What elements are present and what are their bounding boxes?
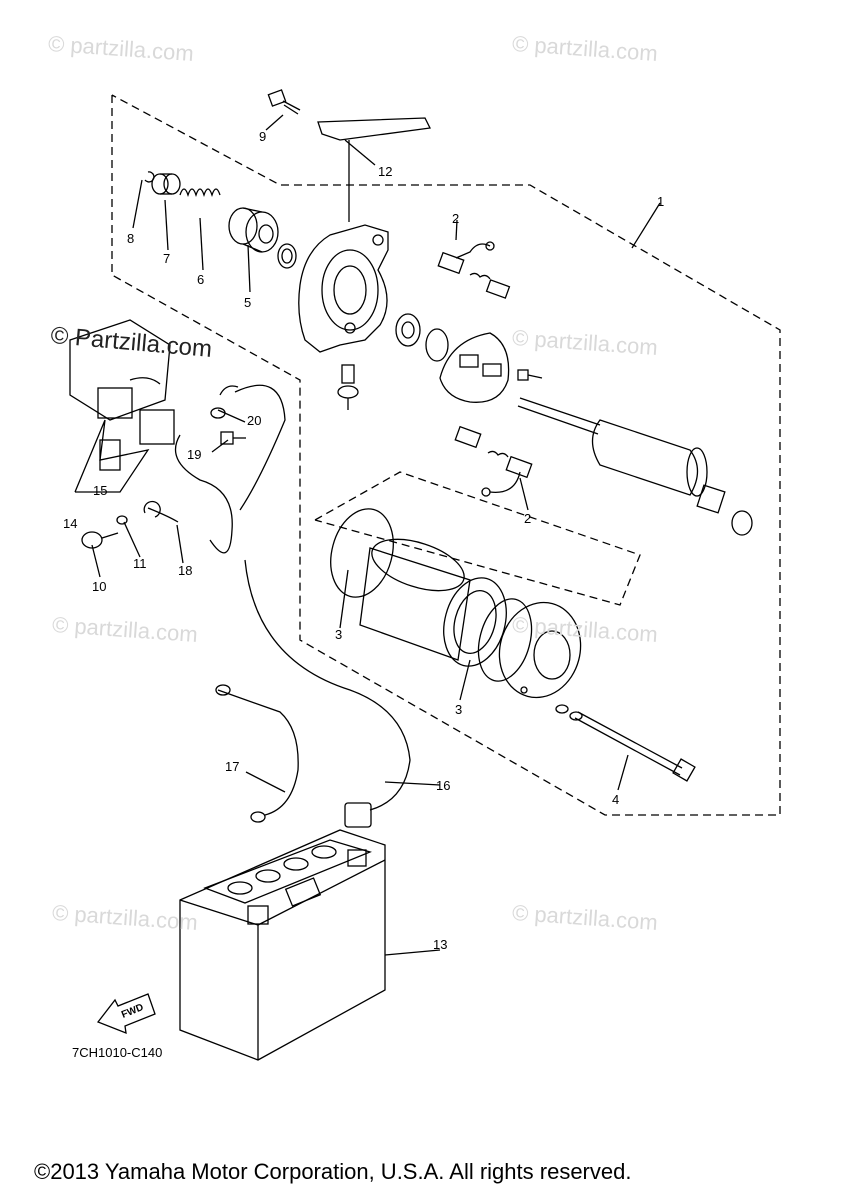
screw-10 — [81, 531, 119, 549]
starter-relay-14 — [69, 319, 175, 471]
battery-13 — [179, 829, 386, 1061]
callout-11: 11 — [133, 556, 147, 571]
callout-2-upper: 2 — [452, 211, 460, 226]
brush-holder-2-upper — [437, 241, 511, 299]
callout-2-lower: 2 — [524, 511, 532, 526]
callout-7: 7 — [163, 251, 171, 266]
terminal-bolt — [337, 364, 359, 410]
starter-cable-16 — [244, 559, 411, 811]
callout-19: 19 — [187, 447, 202, 462]
yoke — [359, 538, 507, 667]
fwd-arrow-icon: FWD — [96, 993, 156, 1035]
brush-plate — [439, 332, 510, 403]
callout-14: 14 — [63, 516, 78, 531]
armature — [517, 397, 753, 536]
pinion-gear-5 — [228, 207, 279, 253]
callout-6: 6 — [197, 272, 205, 287]
rear-cover — [498, 601, 582, 699]
bolt-9 — [267, 89, 301, 115]
washer-20 — [210, 407, 226, 419]
callout-15: 15 — [93, 483, 108, 498]
callout-1: 1 — [657, 194, 665, 209]
callout-5: 5 — [244, 295, 252, 310]
bearing — [395, 313, 421, 347]
screw — [517, 369, 543, 381]
lead-18 — [143, 500, 179, 523]
callout-13: 13 — [433, 937, 448, 952]
copyright-notice: ©2013 Yamaha Motor Corporation, U.S.A. A… — [34, 1159, 632, 1184]
plate-12 — [317, 117, 431, 141]
collar-7 — [151, 173, 181, 195]
callout-20: 20 — [247, 413, 262, 428]
starter-assembly-outline — [111, 94, 781, 816]
callout-10: 10 — [92, 579, 107, 594]
spring-6 — [179, 188, 221, 198]
callout-3-lower: 3 — [455, 702, 463, 717]
front-cover — [298, 224, 389, 353]
o-ring-3-lower — [477, 598, 533, 682]
long-bolt-4 — [555, 704, 696, 782]
washer-11 — [116, 515, 128, 525]
o-ring — [425, 328, 449, 362]
ground-cable-17 — [217, 689, 299, 816]
bolt-19 — [220, 431, 246, 445]
wire-harness — [174, 384, 286, 554]
yoke-subassembly-outline — [314, 471, 641, 606]
callout-4: 4 — [612, 792, 620, 807]
callout-17: 17 — [225, 759, 240, 774]
washer — [277, 243, 297, 269]
o-ring-3-upper — [330, 508, 394, 598]
callout-3-upper: 3 — [335, 627, 343, 642]
brush-holder-2-lower — [454, 425, 533, 497]
callout-9: 9 — [259, 129, 267, 144]
callout-18: 18 — [178, 563, 193, 578]
callout-16: 16 — [436, 778, 451, 793]
diagram-code: 7CH1010-C140 — [72, 1045, 163, 1060]
callout-8: 8 — [127, 231, 135, 246]
callout-12: 12 — [378, 164, 393, 179]
